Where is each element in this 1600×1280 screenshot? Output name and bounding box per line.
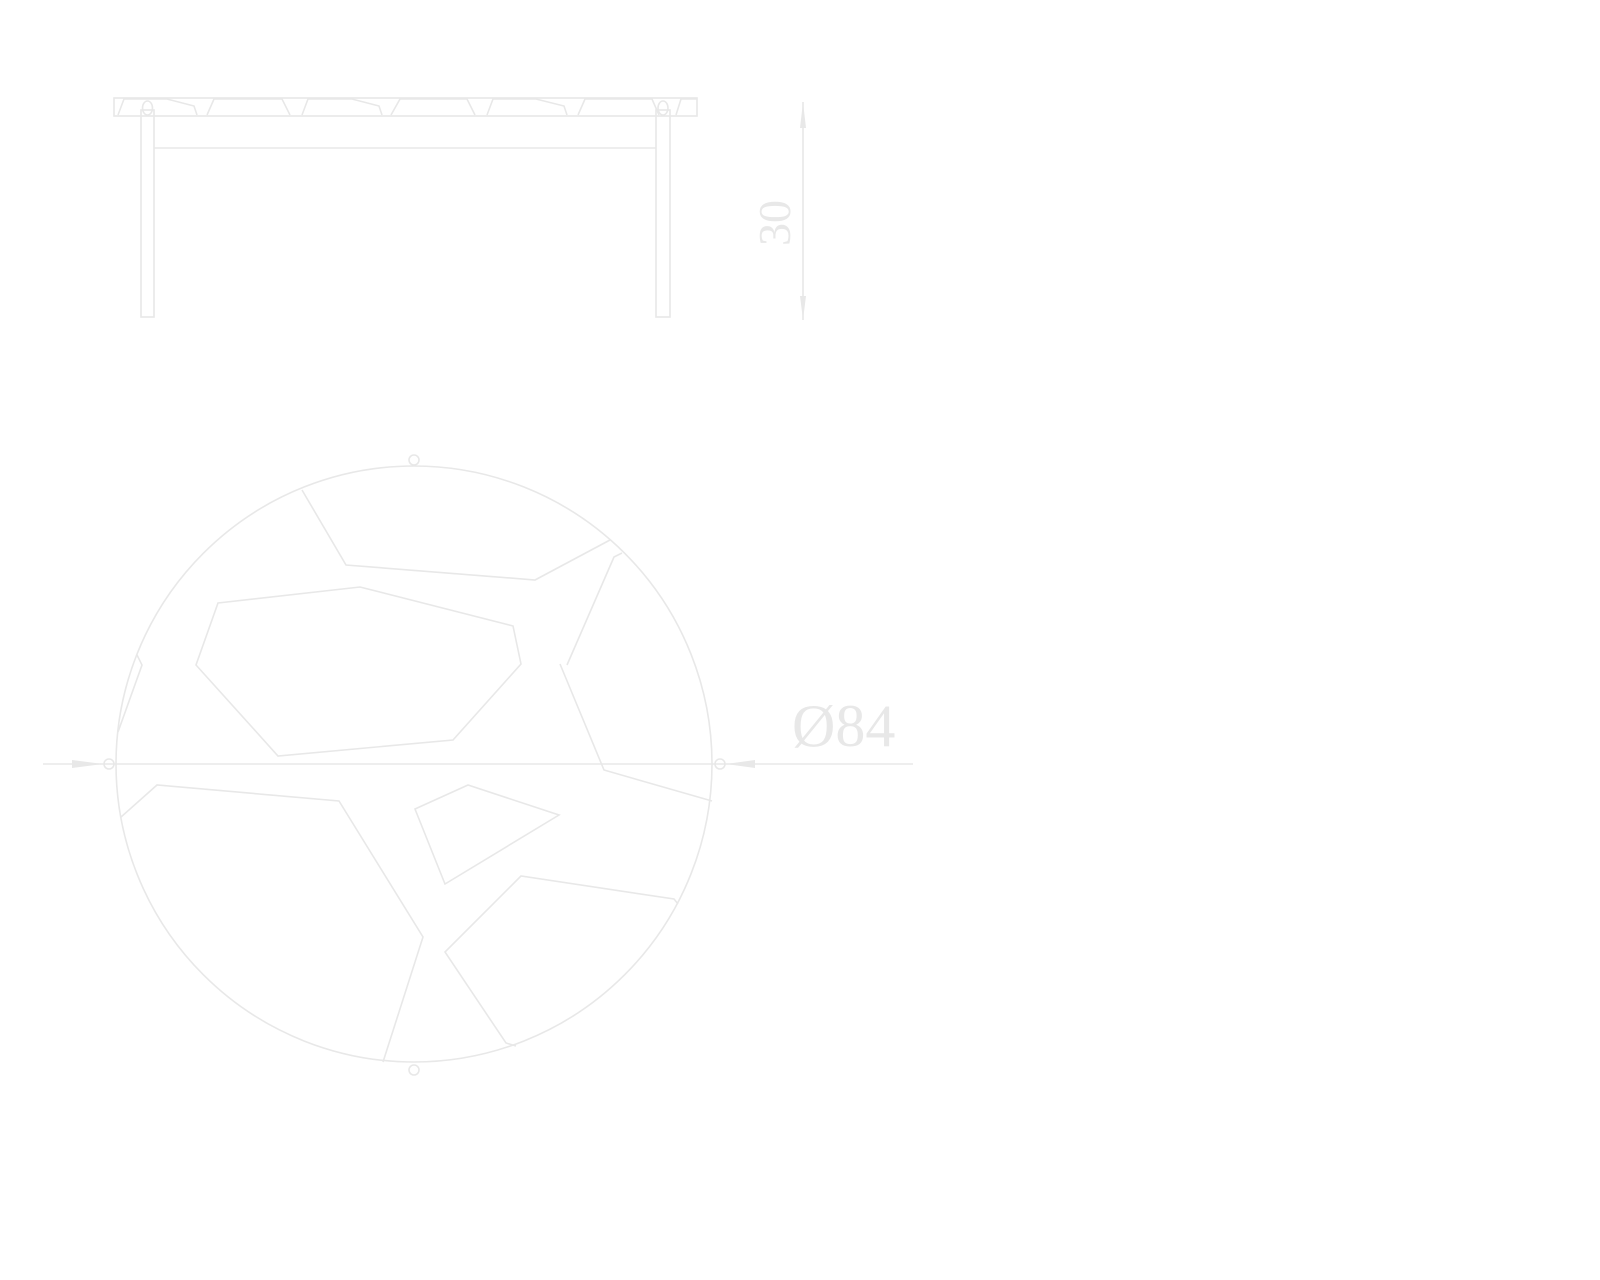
arrow-left-icon <box>726 760 755 768</box>
top-segment <box>117 98 198 116</box>
right-leg <box>655 109 671 318</box>
top-segment <box>675 98 697 116</box>
height-dimension-label: 30 <box>749 200 800 246</box>
leg-marker-top <box>408 454 420 466</box>
glass-segment <box>443 875 679 1047</box>
right-leg-joint <box>657 100 669 116</box>
arrow-down-icon <box>800 296 806 320</box>
glass-segment <box>120 784 424 1063</box>
glass-segment <box>117 654 143 733</box>
arrow-up-icon <box>800 102 806 128</box>
tabletop-edge <box>113 97 698 117</box>
left-leg <box>140 109 155 318</box>
top-segment <box>390 98 476 116</box>
glass-segment <box>195 586 522 757</box>
glass-segment <box>301 489 611 581</box>
top-plan-view: Ø84 <box>43 454 913 1076</box>
left-leg-joint <box>141 100 154 116</box>
glass-segment <box>559 663 713 802</box>
top-segment <box>486 98 568 116</box>
side-elevation-view: 30 <box>113 97 806 320</box>
top-segment <box>301 98 383 116</box>
glass-segment <box>413 784 561 886</box>
diameter-dimension-label: Ø84 <box>792 693 895 759</box>
top-segment <box>577 98 660 116</box>
top-segment <box>206 98 291 116</box>
glass-segment <box>566 552 623 666</box>
arrow-right-icon <box>72 760 103 768</box>
leg-marker-bottom <box>408 1064 420 1076</box>
